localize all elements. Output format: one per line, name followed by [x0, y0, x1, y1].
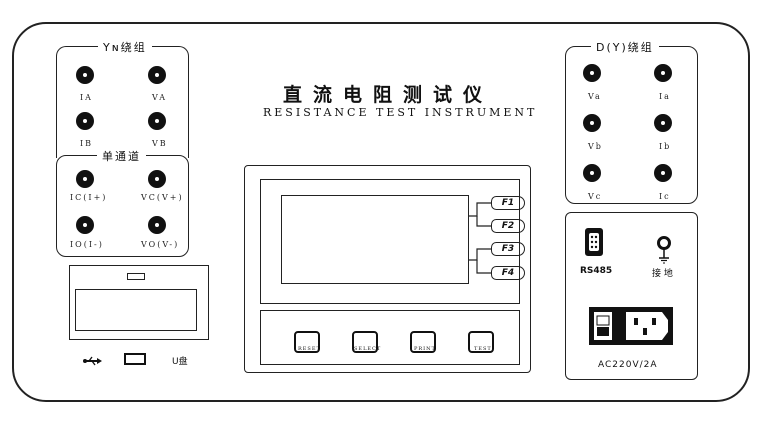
display-housing — [244, 165, 531, 373]
f3-key[interactable]: F3 — [491, 242, 525, 256]
power-socket-icon[interactable] — [588, 306, 674, 346]
lcd-screen — [281, 195, 469, 284]
terminal-ib[interactable] — [76, 112, 94, 130]
printer-paper-slot — [127, 273, 145, 280]
terminal-label: IB — [80, 139, 94, 148]
f1-key[interactable]: F1 — [491, 196, 525, 210]
rs485-port-icon[interactable] — [584, 227, 604, 257]
usb-icon — [83, 352, 103, 366]
terminal-va-lower[interactable] — [583, 64, 601, 82]
terminal-label: Ib — [659, 142, 672, 151]
function-key-connectors — [469, 202, 491, 274]
terminal-label: Va — [588, 92, 602, 101]
d-group-title: D(Y)绕组 — [591, 39, 659, 55]
f4-key[interactable]: F4 — [491, 266, 525, 280]
usb-port[interactable] — [124, 353, 146, 365]
terminal-vb-lower[interactable] — [583, 114, 601, 132]
test-button[interactable] — [468, 331, 494, 353]
lcd-bezel — [260, 179, 520, 304]
title-english: RESISTANCE TEST INSTRUMENT — [263, 106, 538, 119]
terminal-vo[interactable] — [148, 216, 166, 234]
terminal-label: VO(V-) — [141, 240, 180, 249]
terminal-ib-lower[interactable] — [654, 114, 672, 132]
terminal-label: Vb — [588, 142, 603, 151]
select-button[interactable] — [352, 331, 378, 353]
keypad-panel — [260, 310, 520, 365]
f2-key[interactable]: F2 — [491, 219, 525, 233]
terminal-ic-lower[interactable] — [654, 164, 672, 182]
reset-button[interactable] — [294, 331, 320, 353]
power-rating-label: AC220V/2A — [598, 360, 658, 370]
terminal-label: IC(I+) — [70, 193, 108, 202]
ground-label: 接 地 — [652, 269, 673, 279]
printer-window — [75, 289, 197, 331]
terminal-label: VB — [152, 139, 168, 148]
terminal-label: VC(V+) — [141, 193, 184, 202]
terminal-label: IA — [80, 93, 93, 102]
terminal-vb[interactable] — [148, 112, 166, 130]
terminal-ic[interactable] — [76, 170, 94, 188]
usb-label: U盘 — [172, 357, 188, 367]
title-chinese: 直流电阻测试仪 — [283, 84, 494, 106]
terminal-vc-lower[interactable] — [583, 164, 601, 182]
terminal-label: Ic — [659, 192, 671, 201]
terminal-label: Ia — [659, 92, 671, 101]
single-channel-title: 单通道 — [97, 148, 146, 164]
terminal-io[interactable] — [76, 216, 94, 234]
print-button[interactable] — [410, 331, 436, 353]
terminal-label: Vc — [588, 192, 603, 201]
reset-button-label: RESET — [298, 346, 321, 352]
terminal-label: IO(I-) — [70, 240, 104, 249]
connector-group — [565, 212, 698, 380]
instrument-panel — [12, 22, 750, 402]
yn-group-title: Yɴ绕组 — [98, 39, 152, 55]
terminal-label: VA — [152, 93, 168, 102]
terminal-ia[interactable] — [76, 66, 94, 84]
print-button-label: PRINT — [414, 346, 436, 352]
yn-winding-group — [56, 46, 189, 158]
terminal-ia-lower[interactable] — [654, 64, 672, 82]
ground-terminal-icon[interactable] — [656, 236, 672, 264]
terminal-va[interactable] — [148, 66, 166, 84]
printer-housing — [69, 265, 209, 340]
select-button-label: SELECT — [354, 346, 382, 352]
terminal-vc[interactable] — [148, 170, 166, 188]
rs485-label: RS485 — [580, 266, 613, 276]
test-button-label: TEST — [474, 346, 492, 352]
